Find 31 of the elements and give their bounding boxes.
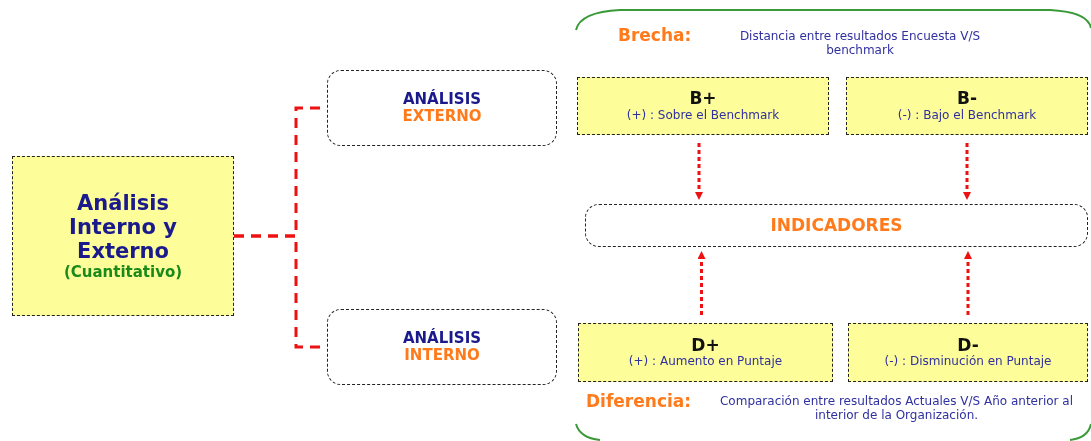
metric-box — [578, 323, 833, 382]
description-text: Comparación entre resultados Actuales V/S Año anterior al interior de la Organización. — [718, 394, 1074, 423]
result-box — [585, 204, 1088, 247]
box-title: D- — [957, 335, 979, 355]
box-title: B- — [957, 89, 977, 109]
heading-label: Diferencia: — [586, 391, 692, 412]
box-subtitle: (-) : Disminución en Puntaje — [884, 355, 1052, 370]
box-title: ANÁLISIS — [402, 90, 482, 108]
box-title: D+ — [691, 335, 720, 356]
box-title: Análisis Interno y Externo — [68, 191, 178, 264]
description-text: Distancia entre resultados Encuesta V/S benchmark — [738, 29, 982, 58]
box-title: ANÁLISIS — [402, 329, 482, 347]
category-box — [327, 70, 557, 146]
box-subtitle: INTERNO — [404, 347, 480, 365]
metric-box — [848, 323, 1088, 382]
arrow — [695, 143, 703, 200]
box-title: INDICADORES — [770, 215, 903, 236]
box-subtitle: (+) : Sobre el Benchmark — [626, 108, 780, 123]
metric-box — [846, 77, 1088, 135]
category-box — [327, 309, 557, 385]
topic-box — [12, 156, 234, 316]
box-subtitle: (-) : Bajo el Benchmark — [897, 108, 1037, 123]
arrow — [964, 251, 972, 315]
box-subtitle: (+) : Aumento en Puntaje — [628, 355, 783, 370]
arrow — [963, 143, 971, 200]
box-subtitle: EXTERNO — [402, 108, 482, 126]
box-subtitle: (Cuantitativo) — [63, 263, 183, 281]
heading-label: Brecha: — [618, 25, 692, 46]
box-title: B+ — [689, 89, 717, 109]
arrow — [697, 251, 706, 315]
metric-box — [577, 77, 829, 135]
